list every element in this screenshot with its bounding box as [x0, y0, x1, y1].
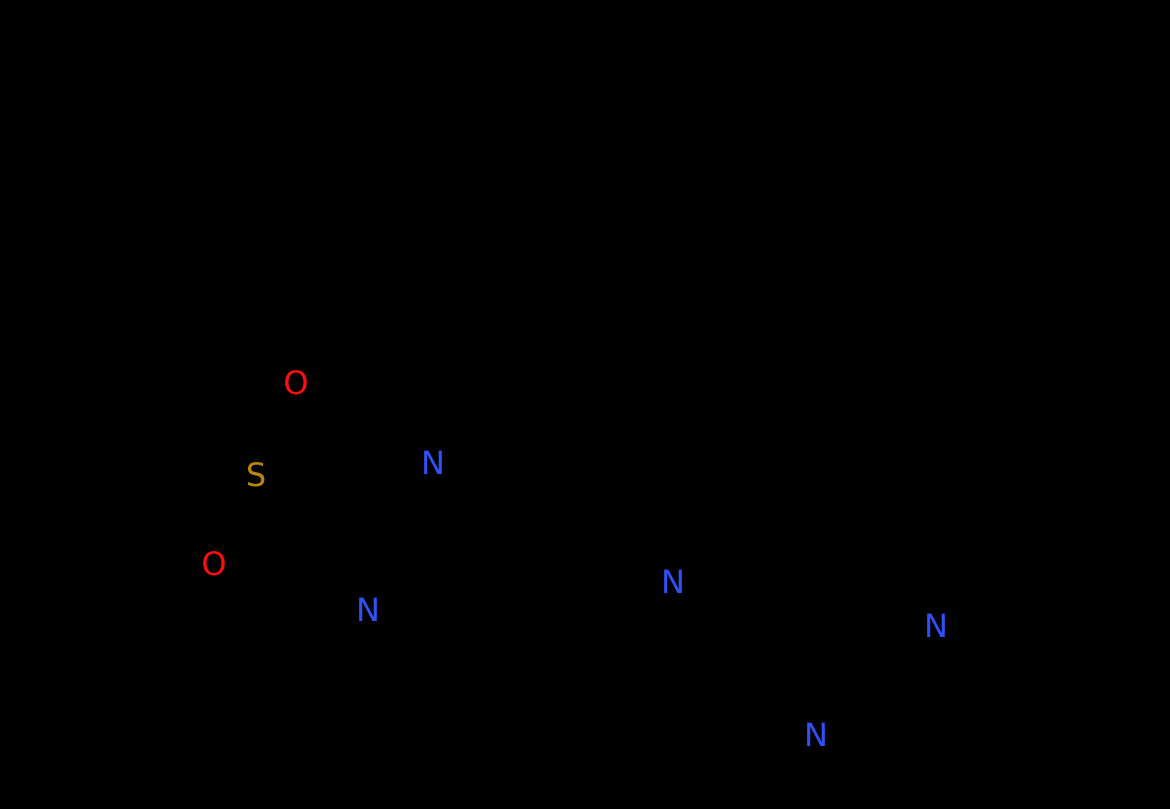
atom-sulfur: S	[245, 456, 267, 494]
atom-nitrogen-2: N	[356, 591, 380, 629]
atom-nitrogen-1: N	[421, 444, 445, 482]
atom-nitrogen-3: N	[661, 563, 685, 601]
atom-oxygen-2: O	[201, 545, 227, 583]
atom-nitrogen-4: N	[924, 607, 948, 645]
atom-oxygen-1: O	[283, 364, 309, 402]
atom-nitrogen-5: N	[804, 716, 828, 754]
